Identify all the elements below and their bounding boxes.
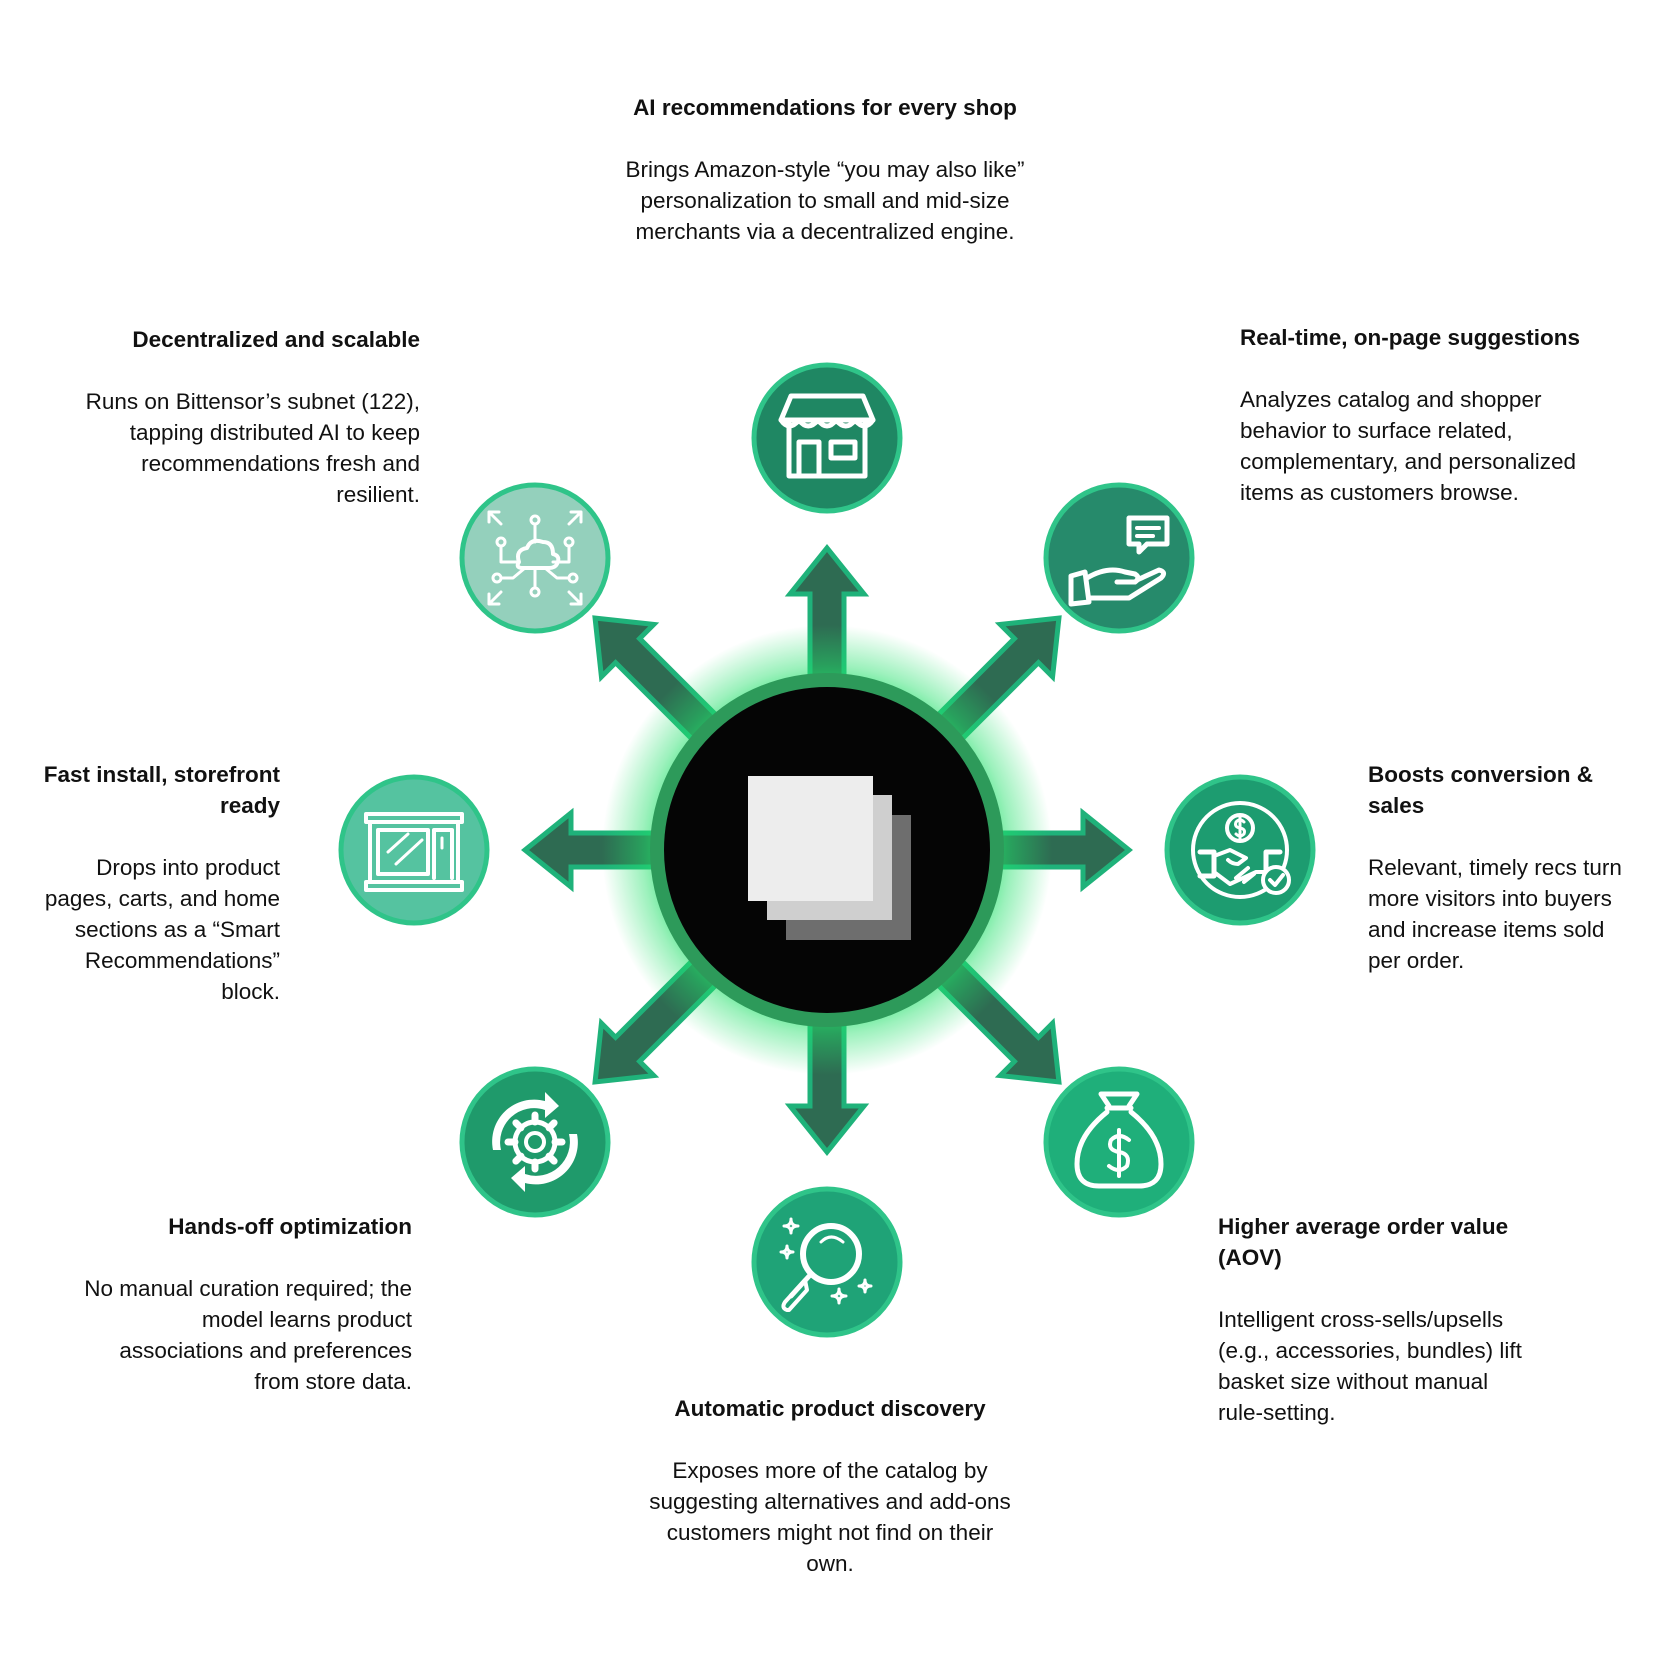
node-circle <box>751 362 903 514</box>
shop-window-icon <box>364 812 464 892</box>
node-top-left <box>459 482 611 634</box>
feature-title: AI recommendations for every shop <box>633 95 1017 120</box>
feature-title: Automatic product discovery <box>674 1396 986 1421</box>
node-circle <box>1164 774 1316 926</box>
money-bag-icon <box>1074 1091 1164 1189</box>
node-circle <box>751 1186 903 1338</box>
feature-bottom-left: Hands-off optimization No manual curatio… <box>72 1211 412 1397</box>
hand-chat-icon <box>1068 515 1170 607</box>
feature-title: Decentralized and scalable <box>132 327 420 352</box>
feature-description: Intelligent cross-sells/upsells (e.g., a… <box>1218 1307 1522 1425</box>
feature-title: Hands-off optimization <box>168 1214 412 1239</box>
node-left <box>338 774 490 926</box>
feature-description: Runs on Bittensor’s subnet (122), tappin… <box>85 389 420 507</box>
feature-bottom-right: Higher average order value (AOV) Intelli… <box>1218 1211 1533 1428</box>
feature-description: Analyzes catalog and shopper behavior to… <box>1240 387 1577 505</box>
handshake-dollar-icon <box>1191 801 1291 899</box>
feature-bottom: Automatic product discovery Exposes more… <box>640 1393 1020 1579</box>
stacked-squares-icon <box>748 776 911 940</box>
node-circle <box>338 774 490 926</box>
node-top <box>751 362 903 514</box>
nodes-layer <box>338 362 1316 1338</box>
feature-description: Relevant, timely recs turn more visitors… <box>1368 855 1622 973</box>
feature-title: Fast install, storefront ready <box>43 762 280 818</box>
node-circle <box>459 482 611 634</box>
node-bottom-right <box>1043 1066 1195 1218</box>
node-bottom-left <box>459 1066 611 1218</box>
feature-left: Fast install, storefront ready Drops int… <box>40 759 280 1007</box>
feature-title: Higher average order value (AOV) <box>1218 1214 1509 1270</box>
feature-description: Brings Amazon-style “you may also like” … <box>625 157 1025 244</box>
feature-top-right: Real-time, on-page suggestions Analyzes … <box>1240 322 1585 508</box>
feature-title: Boosts conversion & sales <box>1368 762 1594 818</box>
feature-description: Drops into product pages, carts, and hom… <box>44 855 280 1004</box>
node-circle <box>459 1066 611 1218</box>
node-top-right <box>1043 482 1195 634</box>
magnifier-sparkle-icon <box>779 1217 873 1312</box>
feature-title: Real-time, on-page suggestions <box>1240 325 1581 350</box>
node-right <box>1164 774 1316 926</box>
gear-cycle-icon <box>492 1092 578 1192</box>
feature-description: Exposes more of the catalog by suggestin… <box>649 1458 1011 1576</box>
cloud-network-icon <box>487 510 583 606</box>
center-hub <box>602 625 1052 1075</box>
feature-right: Boosts conversion & sales Relevant, time… <box>1368 759 1628 976</box>
feature-top: AI recommendations for every shop Brings… <box>625 92 1025 247</box>
storefront-icon <box>778 393 876 479</box>
feature-description: No manual curation required; the model l… <box>84 1276 412 1394</box>
feature-top-left: Decentralized and scalable Runs on Bitte… <box>70 324 420 510</box>
node-bottom <box>751 1186 903 1338</box>
node-circle <box>1043 482 1195 634</box>
